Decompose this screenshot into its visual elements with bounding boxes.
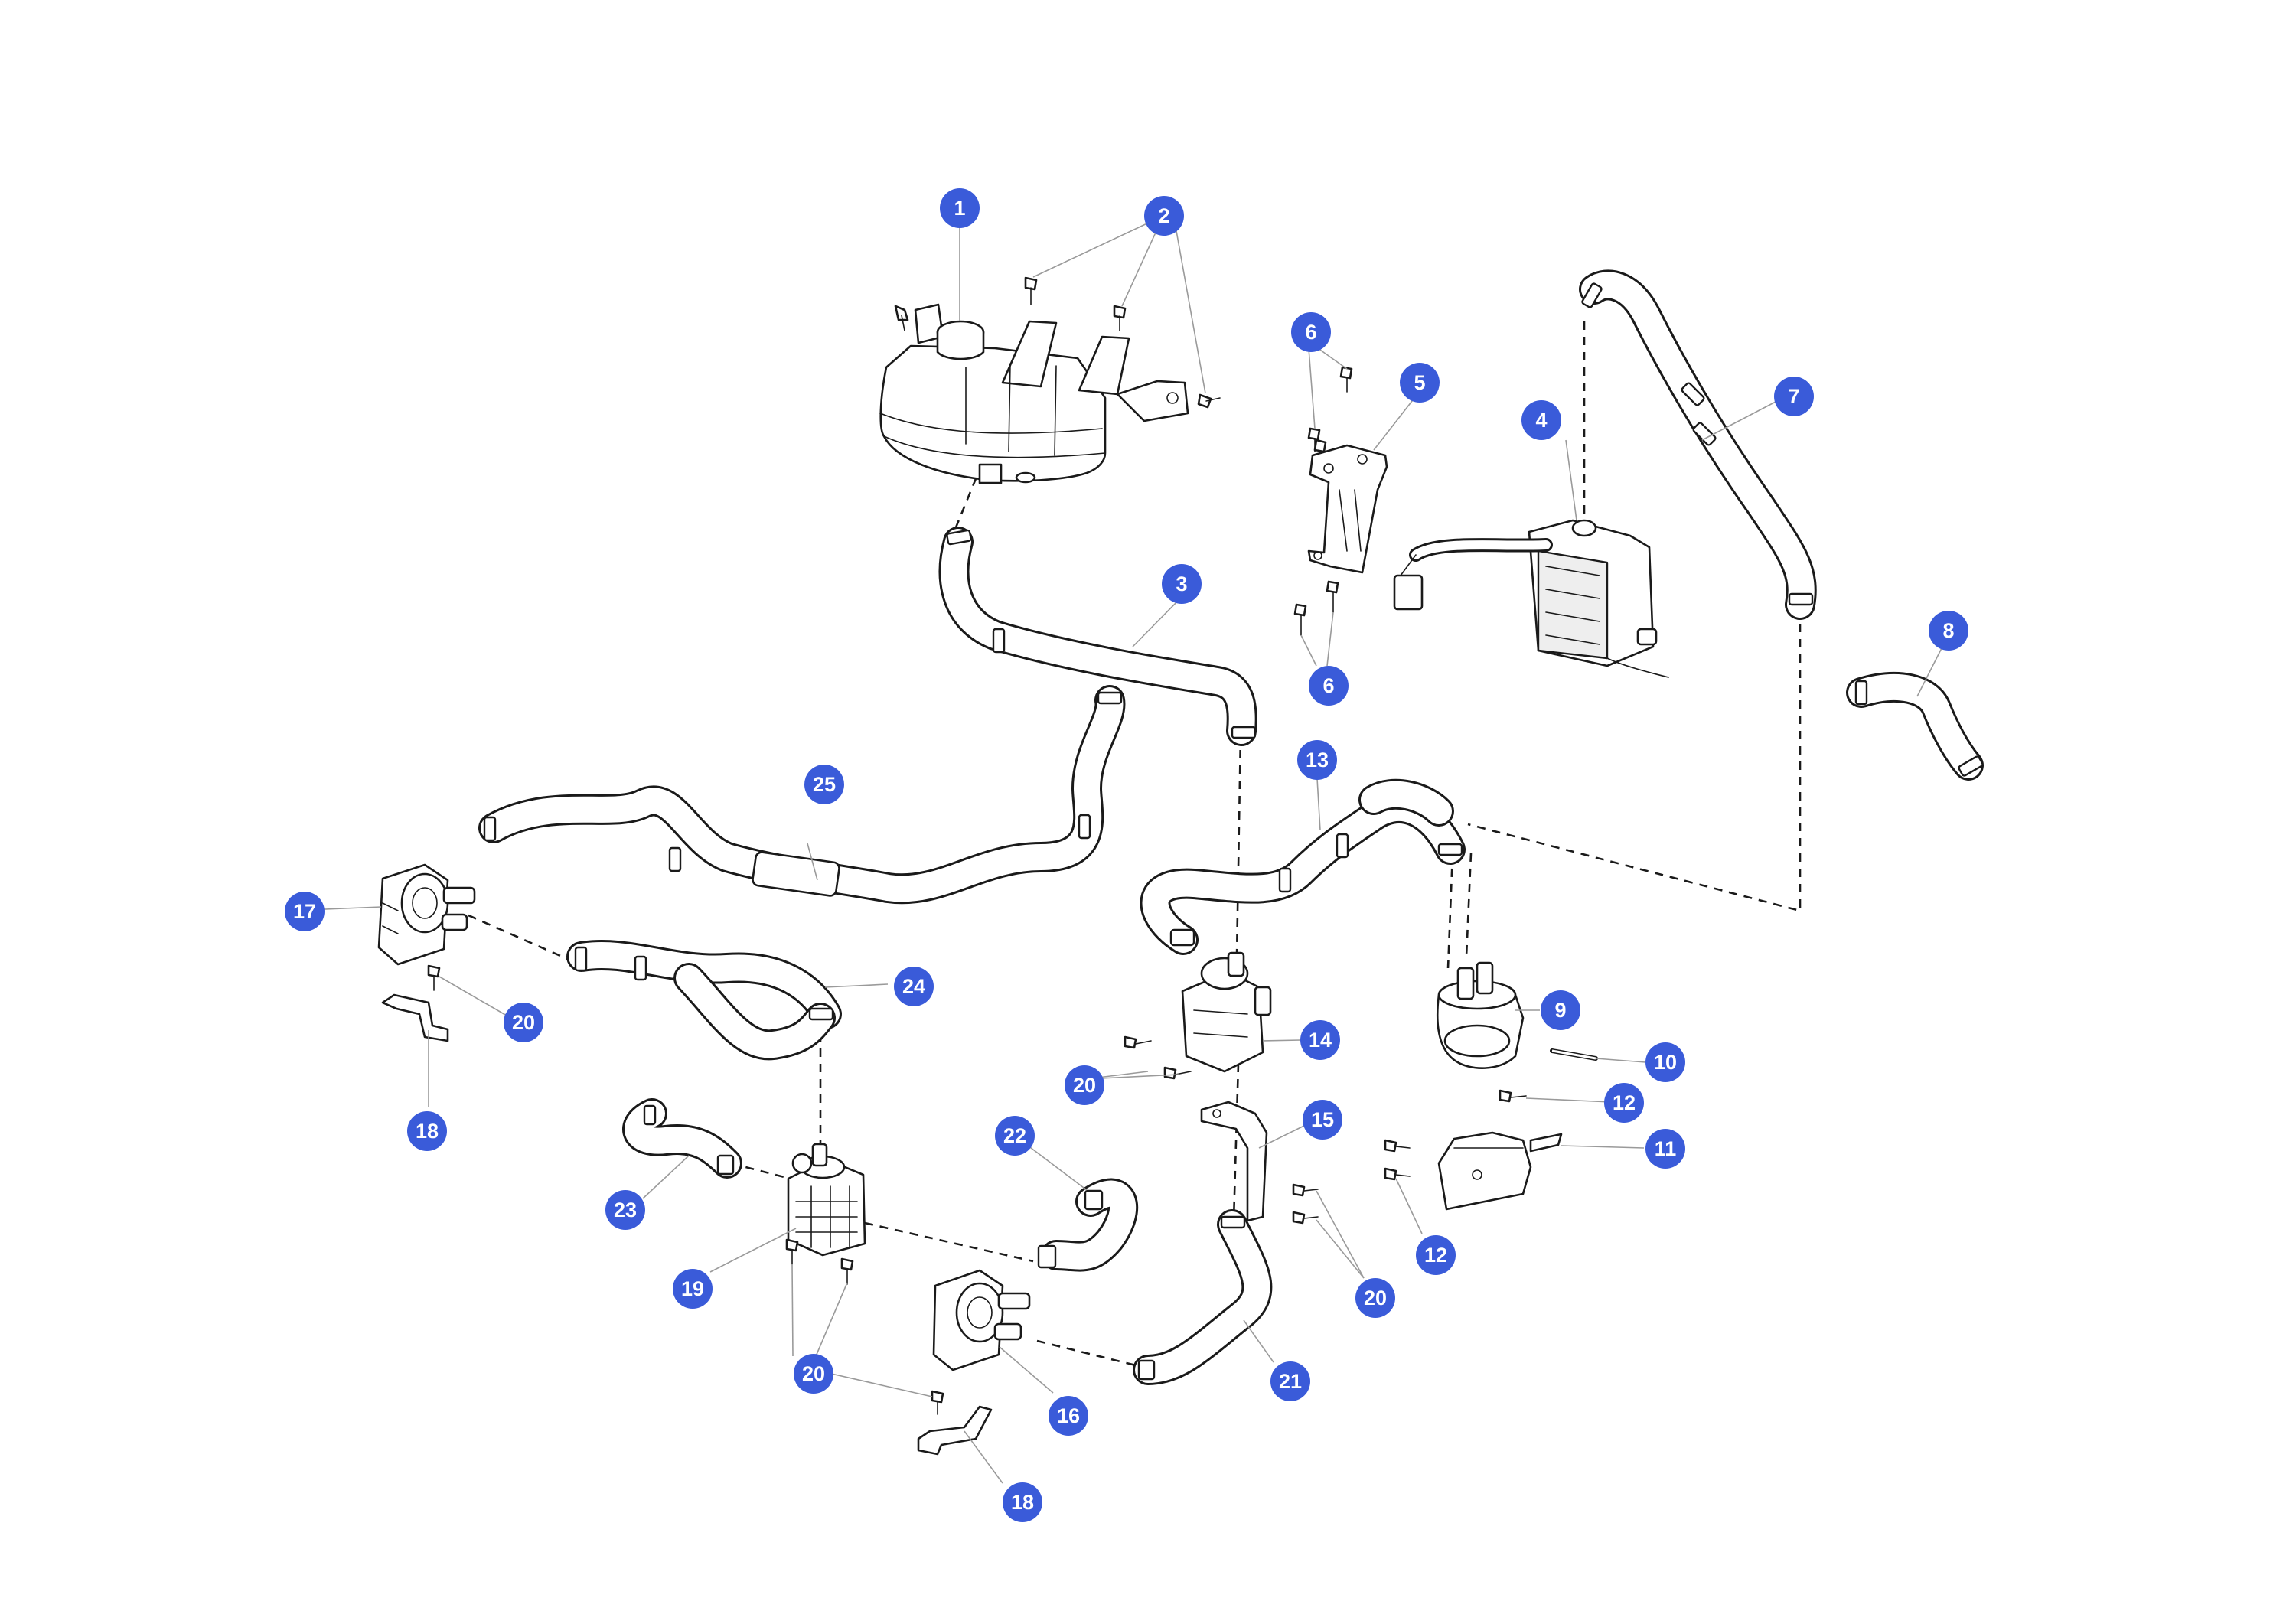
- svg-text:25: 25: [813, 773, 836, 796]
- svg-text:20: 20: [1073, 1074, 1096, 1097]
- small-bolts: [427, 964, 1527, 1415]
- svg-text:4: 4: [1535, 409, 1547, 432]
- callout-24: 24: [894, 967, 934, 1006]
- callout-23: 23: [605, 1190, 645, 1230]
- svg-text:2: 2: [1158, 204, 1169, 227]
- callout-2: 2: [1144, 196, 1184, 236]
- svg-text:18: 18: [1011, 1491, 1034, 1514]
- callout-20-a: 20: [504, 1003, 543, 1042]
- svg-text:12: 12: [1613, 1091, 1636, 1114]
- mounting-strap: [1437, 1131, 1563, 1211]
- callout-18-upper: 18: [407, 1111, 447, 1151]
- connection-lines: [468, 321, 1802, 1370]
- pin: [1550, 1048, 1598, 1061]
- svg-text:12: 12: [1424, 1244, 1447, 1267]
- svg-text:16: 16: [1057, 1404, 1080, 1427]
- svg-text:21: 21: [1279, 1370, 1302, 1393]
- callout-12-upper: 12: [1604, 1083, 1644, 1123]
- callout-22: 22: [995, 1116, 1035, 1156]
- control-valve: [1181, 951, 1272, 1073]
- svg-text:15: 15: [1311, 1108, 1334, 1131]
- electric-pump-lower: [932, 1269, 1031, 1371]
- bracket: [1293, 366, 1388, 636]
- callout-14: 14: [1300, 1020, 1340, 1060]
- callout-5: 5: [1400, 363, 1440, 403]
- pump-bracket-upper: [381, 993, 449, 1042]
- callout-21: 21: [1270, 1361, 1310, 1401]
- callout-8: 8: [1929, 611, 1968, 651]
- tank-bolts: [894, 276, 1221, 409]
- callout-13: 13: [1297, 740, 1337, 780]
- callout-17: 17: [285, 892, 325, 931]
- svg-text:10: 10: [1654, 1051, 1677, 1074]
- callout-16: 16: [1049, 1396, 1088, 1436]
- callout-4: 4: [1521, 400, 1561, 440]
- callout-6-lower: 6: [1309, 666, 1349, 706]
- coolant-valve: [787, 1143, 866, 1257]
- callout-25: 25: [804, 765, 844, 804]
- svg-text:7: 7: [1788, 385, 1799, 408]
- svg-text:23: 23: [614, 1198, 637, 1221]
- svg-text:1: 1: [954, 197, 965, 220]
- callout-3: 3: [1162, 564, 1202, 604]
- svg-text:22: 22: [1003, 1124, 1026, 1147]
- callout-20-c: 20: [1355, 1278, 1395, 1318]
- expansion-tank: [879, 303, 1189, 484]
- svg-text:20: 20: [1364, 1286, 1387, 1309]
- callout-20-d: 20: [794, 1354, 833, 1394]
- svg-text:11: 11: [1655, 1137, 1677, 1160]
- svg-text:6: 6: [1305, 321, 1316, 344]
- callout-11: 11: [1645, 1129, 1685, 1169]
- valve-bracket: [1200, 1101, 1268, 1222]
- pump-bracket-lower: [917, 1405, 993, 1456]
- hose-clamps: [483, 282, 1984, 1381]
- svg-text:5: 5: [1414, 371, 1425, 394]
- callout-9: 9: [1541, 990, 1580, 1030]
- svg-text:20: 20: [512, 1011, 535, 1034]
- callout-20-b: 20: [1065, 1065, 1104, 1105]
- callout-12-lower: 12: [1416, 1235, 1456, 1275]
- callout-10: 10: [1645, 1042, 1685, 1082]
- callout-19: 19: [673, 1269, 713, 1309]
- callout-6-upper: 6: [1291, 312, 1331, 352]
- svg-text:6: 6: [1322, 674, 1334, 697]
- callout-18-lower: 18: [1003, 1482, 1042, 1522]
- svg-text:8: 8: [1942, 619, 1954, 642]
- svg-text:3: 3: [1176, 572, 1187, 595]
- callouts: 1 2 3 4 5 6 6 7 8 9 10 11 12 12 13 14 15…: [285, 188, 1968, 1522]
- hoses: [478, 269, 1984, 1385]
- svg-text:14: 14: [1309, 1029, 1332, 1052]
- svg-text:17: 17: [293, 900, 316, 923]
- electric-pump-upper: [377, 863, 476, 966]
- heater-unit: [1393, 519, 1669, 678]
- auxiliary-pump: [1436, 961, 1525, 1069]
- svg-text:13: 13: [1306, 748, 1329, 771]
- svg-text:20: 20: [802, 1362, 825, 1385]
- svg-text:18: 18: [416, 1120, 439, 1143]
- svg-text:19: 19: [681, 1277, 704, 1300]
- callout-1: 1: [940, 188, 980, 228]
- callout-7: 7: [1774, 377, 1814, 416]
- svg-text:24: 24: [902, 975, 925, 998]
- svg-text:9: 9: [1554, 999, 1566, 1022]
- callout-15: 15: [1303, 1100, 1342, 1140]
